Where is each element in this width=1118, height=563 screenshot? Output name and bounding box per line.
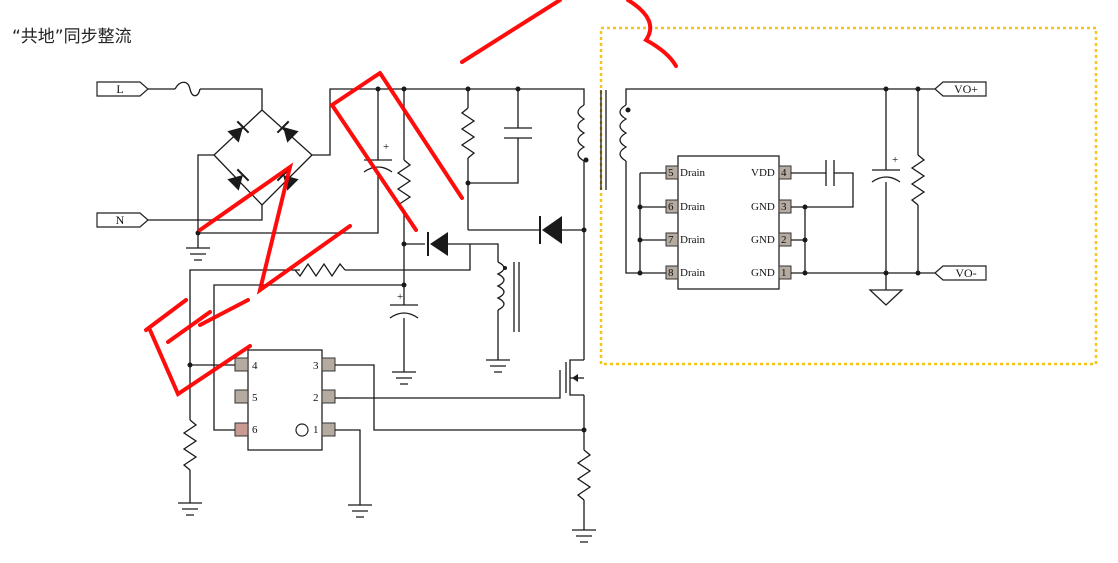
svg-text:Drain: Drain — [680, 234, 706, 246]
bridge-rectifier — [213, 109, 313, 206]
ground-symbol-ic-right — [348, 504, 372, 518]
sync-rectifier-highlight-box — [599, 26, 1098, 366]
vcc-capacitor — [389, 304, 419, 319]
svg-text:1: 1 — [781, 267, 787, 279]
terminal-n: N — [96, 212, 149, 228]
svg-text:6: 6 — [668, 201, 674, 213]
ground-symbol-vcc — [392, 371, 416, 385]
bias-resistor — [182, 419, 198, 471]
svg-text:GND: GND — [751, 267, 775, 279]
ground-symbol-input — [186, 233, 210, 261]
svg-text:Drain: Drain — [680, 267, 706, 279]
output-capacitor — [871, 169, 901, 183]
aux-diode — [427, 232, 448, 256]
svg-text:4: 4 — [781, 167, 787, 179]
snubber-resistor — [460, 107, 476, 159]
feedback-resistor — [294, 262, 346, 278]
svg-text:7: 7 — [668, 234, 674, 246]
terminal-l: L — [96, 81, 149, 97]
ground-symbol-aux — [486, 359, 510, 373]
aux-winding — [496, 261, 505, 311]
primary-controller-ic: 4 3 5 2 6 1 — [234, 349, 336, 451]
svg-text:L: L — [116, 82, 123, 96]
svg-text:VO+: VO+ — [954, 82, 978, 96]
diagram-title: “共地”同步整流 — [12, 27, 132, 47]
svg-text:+: + — [383, 141, 389, 153]
terminal-vo-neg: VO- — [934, 265, 987, 281]
sync-rectifier-ic: 5 Drain 6 Drain 7 Drain 8 Drain VDD 4 GN… — [665, 155, 792, 290]
svg-text:Drain: Drain — [680, 201, 706, 213]
svg-text:5: 5 — [252, 392, 258, 404]
svg-text:N: N — [116, 213, 125, 227]
svg-text:+: + — [892, 154, 898, 166]
fuse — [174, 81, 201, 97]
primary-mosfet — [350, 359, 584, 399]
watermark — [144, 0, 678, 397]
svg-text:1: 1 — [313, 424, 319, 436]
svg-text:GND: GND — [751, 201, 775, 213]
snubber-diode — [539, 216, 562, 244]
svg-text:4: 4 — [252, 360, 258, 372]
svg-text:GND: GND — [751, 234, 775, 246]
terminal-vo-pos: VO+ — [934, 81, 987, 97]
svg-text:6: 6 — [252, 424, 258, 436]
snubber-capacitor — [504, 127, 532, 139]
svg-text:2: 2 — [313, 392, 319, 404]
svg-text:3: 3 — [781, 201, 787, 213]
svg-text:8: 8 — [668, 267, 674, 279]
svg-text:VDD: VDD — [751, 167, 775, 179]
ground-symbol-output — [868, 289, 904, 306]
ground-symbol-sense — [572, 529, 596, 543]
svg-text:Drain: Drain — [680, 167, 706, 179]
sense-resistor — [576, 449, 592, 501]
ground-symbol-ic-left — [178, 502, 202, 516]
svg-text:5: 5 — [668, 167, 674, 179]
output-resistor — [910, 154, 926, 206]
svg-text:+: + — [397, 291, 403, 303]
primary-winding — [577, 104, 586, 162]
svg-text:2: 2 — [781, 234, 787, 246]
transformer-core — [600, 90, 607, 190]
vdd-capacitor — [825, 160, 835, 186]
secondary-winding — [619, 104, 628, 162]
svg-text:VO-: VO- — [955, 266, 976, 280]
svg-text:3: 3 — [313, 360, 319, 372]
